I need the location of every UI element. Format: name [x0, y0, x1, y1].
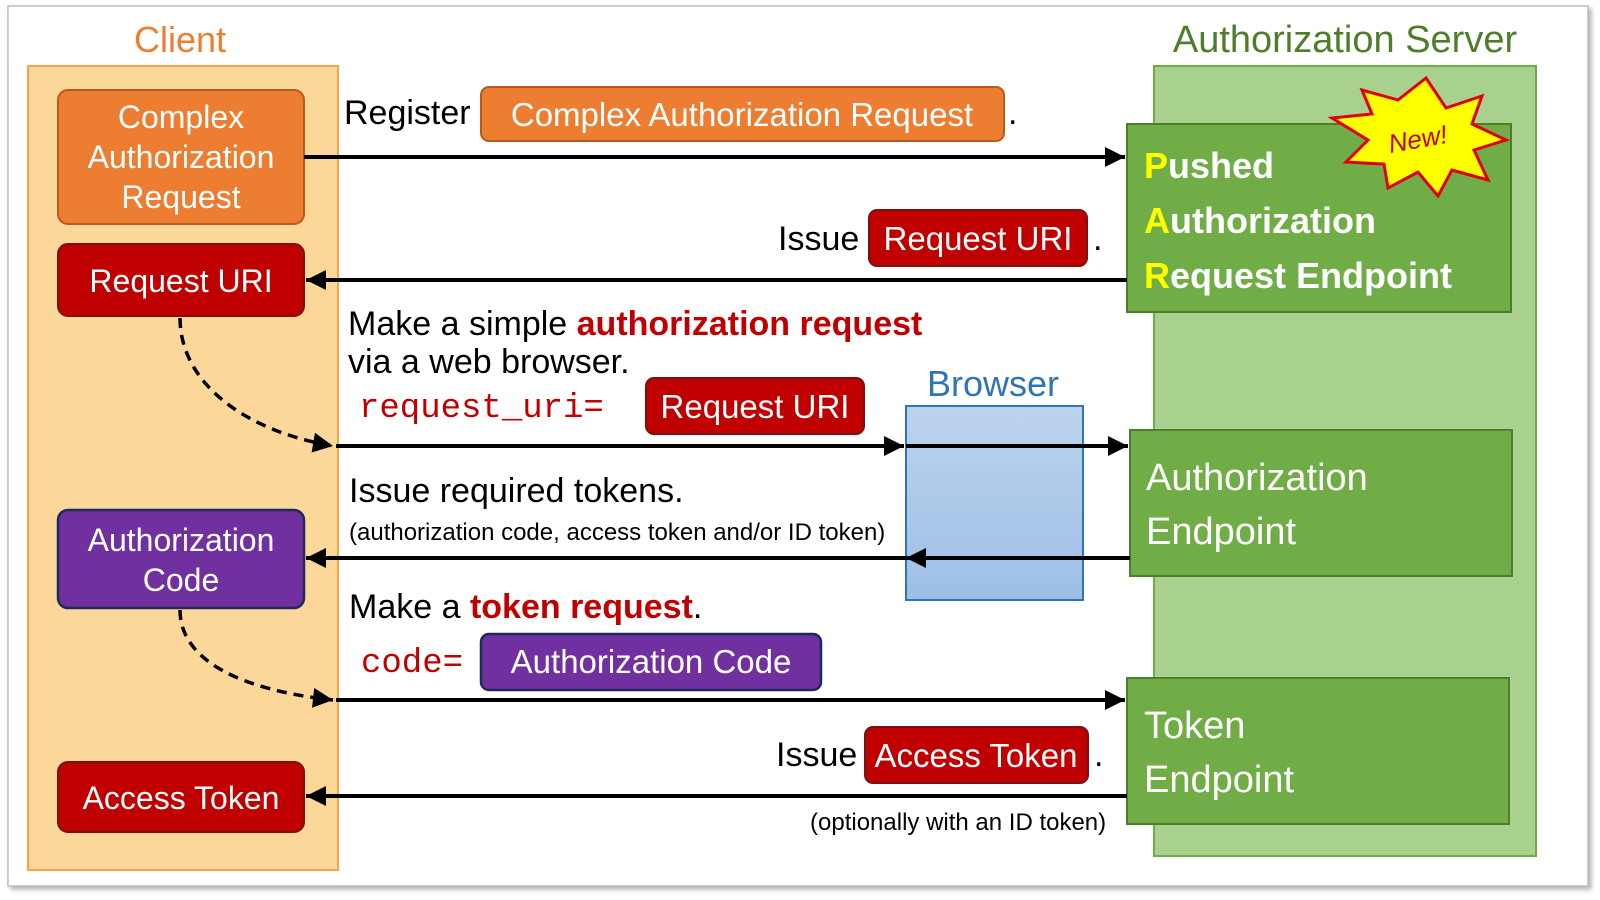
client-complex-request-box: Complex Authorization Request	[57, 89, 305, 225]
msg-token-request: Make a token request. code= Authorizatio…	[349, 588, 823, 692]
code-param: code=	[361, 645, 463, 683]
msg-issue-access-token: Issue Access Token . (optionally with an…	[776, 726, 1106, 836]
msg-issue-request-uri: Issue Request URI .	[778, 209, 1102, 267]
client-access-token-box: Access Token	[57, 761, 305, 833]
issue-access-token-chip-label: Access Token	[875, 737, 1078, 774]
client-title: Client	[134, 19, 226, 60]
issue-access-token-prefix: Issue	[776, 736, 857, 774]
token-endpoint-line-1: Token	[1144, 705, 1245, 747]
par-line-2-rest: uthorization	[1170, 200, 1376, 241]
par-line-1: Pushed	[1144, 145, 1274, 186]
auth-request-prefix: Make a simple	[348, 305, 577, 343]
dashed-arrow-request-uri	[178, 317, 334, 453]
par-line-1-rest: ushed	[1168, 145, 1274, 186]
msg-register: Register Complex Authorization Request .	[344, 86, 1017, 142]
issue-uri-suffix: .	[1093, 220, 1102, 258]
msg-authorization-request: Make a simple authorization request via …	[348, 305, 922, 435]
token-request-prefix: Make a	[349, 588, 470, 626]
browser-box	[905, 405, 1084, 601]
auth-request-chip	[645, 377, 865, 435]
issue-uri-chip-label: Request URI	[884, 220, 1073, 257]
par-line-2: Authorization	[1144, 200, 1376, 241]
par-line-3-rest: equest Endpoint	[1170, 255, 1452, 296]
register-chip-label: Complex Authorization Request	[511, 96, 973, 133]
auth-endpoint-line-2: Endpoint	[1146, 511, 1296, 553]
msg-issue-tokens: Issue required tokens. (authorization co…	[349, 472, 885, 546]
issue-access-token-suffix: .	[1094, 736, 1103, 774]
client-authorization-code-box: Authorization Code	[56, 508, 306, 610]
token-request-chip	[479, 632, 823, 692]
dashed-arrow-auth-code	[178, 609, 334, 708]
auth-request-line-2: via a web browser.	[348, 343, 630, 381]
client-auth-code-line-2: Code	[143, 562, 220, 598]
par-line-3: Request Endpoint	[1144, 255, 1452, 296]
request-uri-param: request_uri=	[359, 390, 604, 428]
new-badge: New!	[1327, 75, 1511, 199]
complex-request-line-2: Authorization	[88, 139, 275, 175]
client-request-uri-box: Request URI	[57, 243, 305, 317]
issue-access-token-note: (optionally with an ID token)	[810, 809, 1106, 836]
par-initial-r: R	[1144, 255, 1170, 296]
auth-request-emphasis: authorization request	[577, 305, 923, 343]
token-endpoint-line-2: Endpoint	[1144, 759, 1294, 801]
client-auth-code-line-1: Authorization	[88, 522, 275, 558]
par-initial-a: A	[1144, 200, 1170, 241]
issue-access-token-chip	[864, 726, 1089, 784]
register-suffix: .	[1008, 94, 1017, 132]
issue-tokens-line-1: Issue required tokens.	[349, 472, 684, 510]
client-request-uri-label: Request URI	[89, 263, 272, 299]
complex-request-line-1: Complex	[118, 99, 244, 135]
auth-request-line-1: Make a simple authorization request	[348, 305, 922, 343]
complex-request-line-3: Request	[121, 179, 240, 215]
token-request-chip-label: Authorization Code	[511, 643, 792, 680]
authorization-endpoint-box: Authorization Endpoint	[1129, 429, 1513, 577]
issue-tokens-line-2: (authorization code, access token and/or…	[349, 519, 885, 546]
token-request-emphasis: token request	[470, 588, 693, 626]
issue-uri-chip	[868, 209, 1088, 267]
browser-title: Browser	[927, 363, 1059, 404]
token-endpoint-box: Token Endpoint	[1126, 677, 1510, 825]
token-request-suffix: .	[693, 588, 702, 626]
token-request-line: Make a token request.	[349, 588, 702, 626]
auth-endpoint-line-1: Authorization	[1146, 457, 1368, 499]
starburst-icon	[1327, 75, 1511, 199]
server-title: Authorization Server	[1173, 19, 1518, 61]
auth-request-chip-label: Request URI	[661, 388, 850, 425]
register-chip	[480, 86, 1005, 142]
issue-uri-prefix: Issue	[778, 220, 859, 258]
client-access-token-label: Access Token	[83, 780, 280, 816]
par-initial-p: P	[1144, 145, 1168, 186]
register-prefix: Register	[344, 94, 471, 132]
